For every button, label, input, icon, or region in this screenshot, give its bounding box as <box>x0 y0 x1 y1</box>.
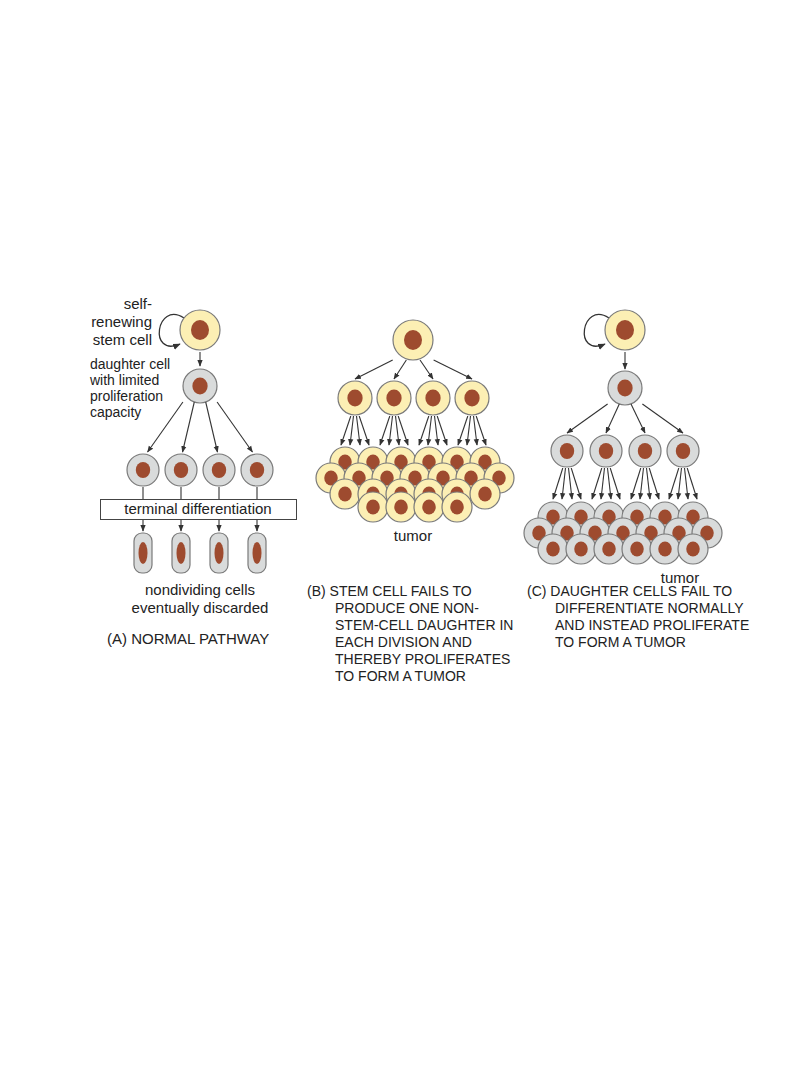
arrow <box>428 416 432 445</box>
daughter-cell <box>165 454 197 486</box>
daughter-cell <box>608 371 642 405</box>
daughter-cell <box>678 534 708 564</box>
arrow <box>420 360 433 379</box>
daughter-cell <box>594 534 624 564</box>
arrow <box>610 468 620 499</box>
differentiated-cell <box>172 533 190 573</box>
arrow <box>389 416 393 445</box>
daughter-cell <box>622 534 652 564</box>
tumor-label: tumor <box>373 527 453 545</box>
arrow <box>458 416 468 445</box>
arrow <box>571 468 581 499</box>
arrow <box>476 416 486 445</box>
arrow <box>218 520 219 531</box>
arrow <box>199 352 200 366</box>
panel-caption: (C) DAUGHTER CELLS FAIL TO DIFFERENTIATE… <box>527 583 759 651</box>
arrow <box>148 402 183 452</box>
box-text: terminal differentiation <box>124 500 271 518</box>
stem-cell-label: self-renewing stem cell <box>70 295 152 349</box>
arrow <box>553 468 563 499</box>
differentiated-cell <box>210 533 228 573</box>
arrow <box>649 468 659 499</box>
stem-cell <box>386 492 416 522</box>
stem-cell <box>377 381 411 415</box>
arrow <box>608 468 612 499</box>
connector-line <box>218 487 219 499</box>
differentiated-cell <box>134 533 152 573</box>
daughter-cell-label: daughter cell with limited proliferation… <box>90 356 186 420</box>
stem-cell <box>338 381 372 415</box>
arrow <box>606 404 619 433</box>
nondividing-label: nondividing cells eventually discarded <box>115 581 285 617</box>
daughter-cell <box>629 435 661 467</box>
stem-cell <box>330 479 360 509</box>
arrow <box>217 402 252 452</box>
arrow <box>631 404 645 433</box>
stem-cell <box>414 492 444 522</box>
arrow <box>142 520 143 531</box>
arrow <box>180 520 181 531</box>
arrow <box>357 416 361 445</box>
daughter-cell <box>203 454 235 486</box>
differentiated-cell <box>248 533 266 573</box>
arrow <box>419 416 429 445</box>
arrow <box>669 468 679 499</box>
stem-cell <box>180 310 220 350</box>
daughter-cell <box>667 435 699 467</box>
arrow <box>437 416 447 445</box>
daughter-cell <box>183 369 217 403</box>
daughter-cell <box>566 534 596 564</box>
arrow <box>206 402 218 452</box>
stem-cell <box>416 381 450 415</box>
arrow <box>467 416 471 445</box>
arrow <box>355 360 393 379</box>
arrow <box>567 404 608 433</box>
daughter-cell <box>590 435 622 467</box>
arrow <box>394 360 406 379</box>
arrow <box>685 468 689 499</box>
arrow <box>183 402 195 452</box>
arrow <box>359 416 369 445</box>
arrow <box>678 468 682 499</box>
arrow <box>350 416 354 445</box>
process-box: terminal differentiation <box>100 499 297 520</box>
arrow <box>474 416 478 445</box>
arrow <box>341 416 351 445</box>
arrow <box>562 468 566 499</box>
daughter-cell <box>127 454 159 486</box>
arrow <box>640 468 644 499</box>
arrow <box>631 468 641 499</box>
arrow <box>380 416 390 445</box>
connector-line <box>180 487 181 499</box>
stem-cell <box>455 381 489 415</box>
daughter-cell <box>538 534 568 564</box>
daughter-cell <box>551 435 583 467</box>
connector-line <box>142 487 143 499</box>
arrow <box>647 468 651 499</box>
connector-line <box>256 487 257 499</box>
arrow <box>687 468 697 499</box>
arrow <box>601 468 605 499</box>
arrow <box>435 416 439 445</box>
stem-cell <box>393 320 433 360</box>
arrow <box>592 468 602 499</box>
arrow <box>642 404 683 433</box>
stem-cell <box>442 492 472 522</box>
arrow <box>398 416 408 445</box>
stem-cell <box>605 310 645 350</box>
panel-title: (A) NORMAL PATHWAY <box>107 630 307 648</box>
panel-caption: (B) STEM CELL FAILS TO PRODUCE ONE NON-S… <box>307 583 519 685</box>
arrow <box>624 352 625 369</box>
arrow <box>256 520 257 531</box>
arrow <box>396 416 400 445</box>
arrow <box>434 360 472 379</box>
daughter-cell <box>650 534 680 564</box>
stem-cell <box>470 479 500 509</box>
stem-cell <box>358 492 388 522</box>
daughter-cell <box>241 454 273 486</box>
arrow <box>569 468 573 499</box>
